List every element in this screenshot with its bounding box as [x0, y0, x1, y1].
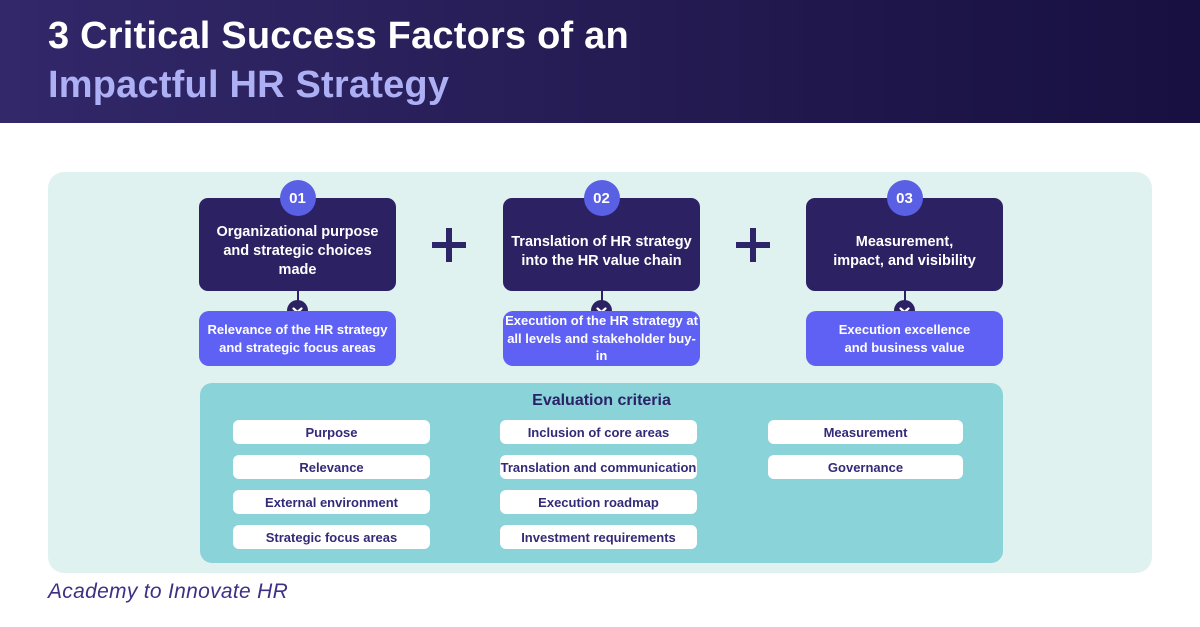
outcome-line: Execution excellence	[838, 322, 971, 337]
factor-name-line: made	[278, 262, 317, 278]
evaluation-group-3: Measurement Governance	[768, 420, 963, 479]
criteria-pill: Purpose	[233, 420, 430, 444]
outcome-text-2: Execution of the HR strategy at all leve…	[503, 312, 700, 365]
factor-number-badge-2: 02	[583, 180, 620, 216]
outcome-box-1: Relevance of the HR strategy and strateg…	[199, 311, 396, 366]
page-title-line2: Impactful HR Strategy	[48, 64, 450, 106]
evaluation-criteria-title: Evaluation criteria	[532, 392, 671, 409]
footer-brand: Academy to Innovate HR	[48, 580, 289, 603]
page-title-line1: 3 Critical Success Factors of an	[48, 15, 629, 57]
evaluation-group-1: Purpose Relevance External environment S…	[233, 420, 430, 549]
evaluation-group-2: Inclusion of core areas Translation and …	[500, 420, 697, 549]
factor-name-line: Measurement,	[855, 233, 954, 250]
criteria-pill: Execution roadmap	[500, 490, 697, 514]
header-banner: 3 Critical Success Factors of an Impactf…	[0, 0, 1200, 123]
criteria-pill: Relevance	[233, 455, 430, 479]
outcome-box-2: Execution of the HR strategy at all leve…	[503, 311, 700, 366]
outcome-box-3: Execution excellence and business value	[806, 311, 1003, 366]
factor-name-1: Organizational purpose and strategic cho…	[217, 223, 379, 280]
criteria-pill: Investment requirements	[500, 525, 697, 549]
criteria-pill: External environment	[233, 490, 430, 514]
criteria-pill: Strategic focus areas	[233, 525, 430, 549]
factor-name-line: impact, and visibility	[833, 252, 976, 269]
criteria-pill: Governance	[768, 455, 963, 479]
outcome-line: all levels and stakeholder buy-in	[507, 330, 696, 364]
factor-box-3: 03 Measurement, impact, and visibility	[806, 180, 1003, 291]
factor-name-3: Measurement, impact, and visibility	[833, 233, 976, 271]
factor-number-badge-1: 01	[279, 180, 316, 216]
outcome-line: Relevance of the HR strategy	[207, 322, 388, 337]
outcome-text-3: Execution excellence and business value	[839, 321, 971, 356]
plus-icon	[734, 226, 772, 264]
page-title: 3 Critical Success Factors of an Impactf…	[48, 12, 629, 110]
factor-number-badge-3: 03	[886, 180, 923, 216]
outcome-text-1: Relevance of the HR strategy and strateg…	[208, 321, 388, 356]
criteria-pill: Translation and communication	[500, 455, 697, 479]
factor-box-2: 02 Translation of HR strategy into the H…	[503, 180, 700, 291]
outcome-line: and strategic focus areas	[219, 339, 376, 355]
criteria-pill: Inclusion of core areas	[500, 420, 697, 444]
factor-name-2: Translation of HR strategy into the HR v…	[511, 233, 691, 271]
factor-box-1: 01 Organizational purpose and strategic …	[199, 180, 396, 291]
plus-icon	[430, 226, 468, 264]
criteria-pill: Measurement	[768, 420, 963, 444]
evaluation-criteria-panel: Evaluation criteria Purpose Relevance Ex…	[200, 383, 1003, 563]
factor-name-line: and strategic choices	[223, 243, 372, 259]
outcome-line: and business value	[844, 339, 965, 355]
factor-name-line: Organizational purpose	[216, 224, 379, 240]
outcome-line: Execution of the HR strategy at	[505, 313, 698, 329]
factor-name-line: into the HR value chain	[521, 252, 682, 269]
factor-name-line: Translation of HR strategy	[511, 233, 692, 250]
